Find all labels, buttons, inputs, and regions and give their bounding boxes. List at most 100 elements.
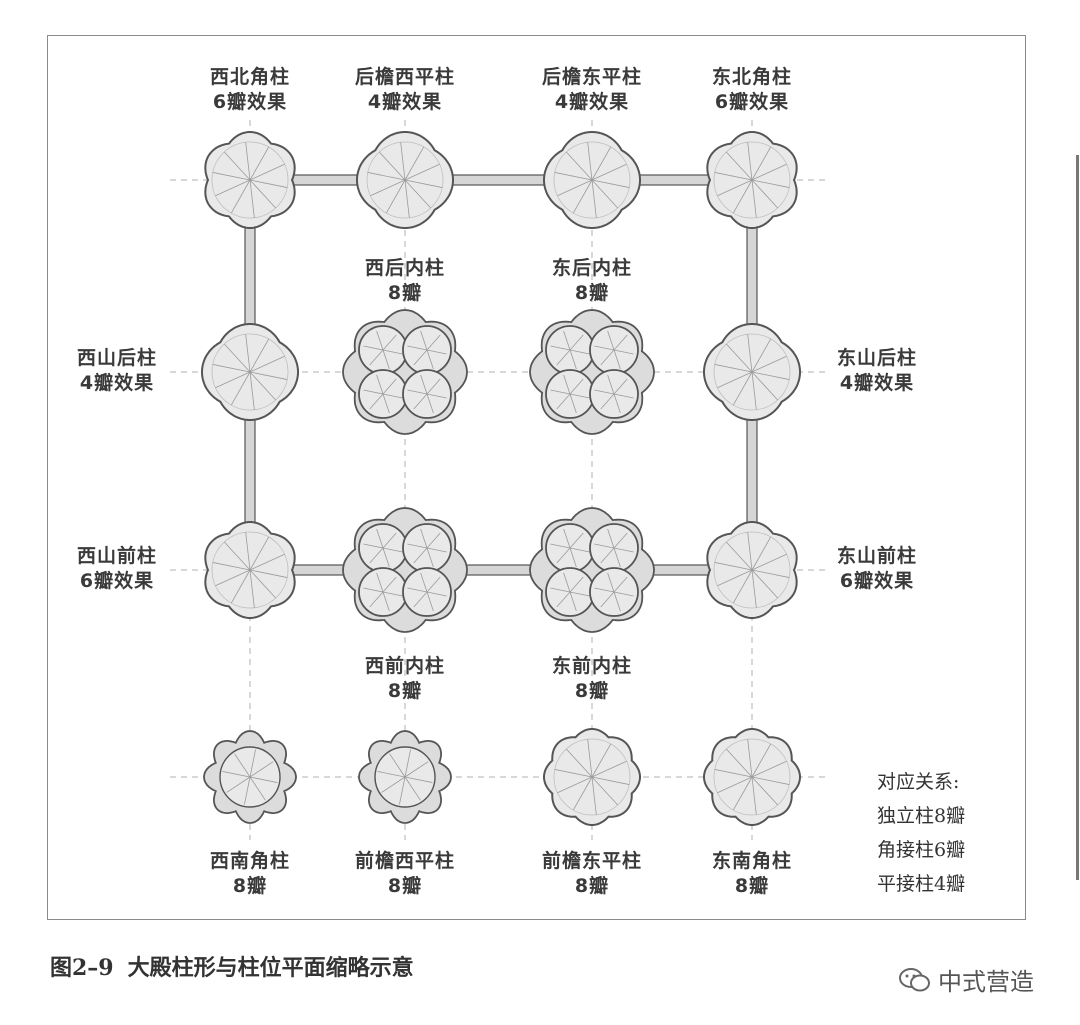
column-ray (717, 776, 753, 794)
column-ray (751, 371, 790, 380)
column-ray (369, 547, 384, 564)
column-ray (382, 576, 397, 593)
column-ray (426, 591, 447, 597)
column-ray (732, 776, 753, 811)
column-outline (529, 309, 655, 435)
column-name: 后檐东平柱 (541, 66, 643, 88)
column-ray (717, 569, 753, 587)
column-ray (249, 338, 270, 373)
column-ray (751, 371, 757, 410)
column-petal-count: 8瓣 (387, 875, 423, 897)
column-ray (717, 371, 753, 389)
column-ray (591, 163, 627, 181)
column-outline (342, 309, 468, 435)
column-ray (404, 163, 440, 181)
column-ray (554, 172, 593, 181)
column-name: 东前内柱 (551, 655, 633, 677)
column-ray (363, 389, 384, 395)
column-inner-ring (713, 531, 791, 609)
column-ray (751, 776, 790, 785)
column-ray (714, 172, 753, 181)
column-petal-count: 8瓣 (387, 680, 423, 702)
column-ray (566, 748, 593, 778)
column-ray (556, 393, 571, 410)
column-ray (363, 587, 384, 593)
column-ray (563, 572, 571, 593)
column-ray (726, 541, 753, 571)
column-ray (556, 547, 571, 564)
column-name: 西后内柱 (364, 257, 446, 279)
column-ray (367, 172, 406, 181)
column-ray (245, 142, 251, 181)
column-ray (212, 562, 251, 571)
column-ray (426, 378, 441, 395)
column-ray (369, 591, 384, 608)
column-ray (249, 163, 285, 181)
column-ray (224, 151, 251, 181)
column-petal-count: 6瓣效果 (714, 91, 790, 113)
column-inner-ring (713, 333, 791, 411)
column-ray (404, 146, 425, 181)
column-ray (751, 355, 787, 373)
column-inner-ring (553, 141, 631, 219)
column-name: 东山前柱 (836, 545, 918, 567)
column-ray (426, 349, 434, 370)
column-ray (413, 349, 428, 366)
column-ray (385, 179, 406, 214)
column-ray (222, 771, 251, 778)
column-ray (591, 776, 630, 785)
column-ray (591, 776, 618, 806)
column-ray (613, 532, 628, 549)
column-ray (382, 532, 397, 549)
column-ray (249, 749, 256, 778)
column-ray (569, 591, 577, 612)
column-ray (569, 576, 584, 593)
column-ray (751, 536, 772, 571)
column-ray (751, 338, 772, 373)
column-ray (751, 371, 778, 401)
column-ray (717, 179, 753, 197)
page-edge-line (1076, 155, 1079, 880)
column-ray (230, 179, 251, 214)
column-ray (407, 543, 428, 549)
column-ray (382, 378, 397, 395)
column-ray (249, 761, 274, 778)
legend-title: 对应关系: (877, 771, 960, 793)
column-ray (249, 569, 276, 599)
column-ray (249, 553, 285, 571)
column-petal-count: 8瓣 (387, 282, 423, 304)
column-petal-count: 4瓣效果 (839, 372, 915, 394)
column-petal-count: 6瓣效果 (79, 570, 155, 592)
column-ray (413, 591, 428, 608)
column-ray (249, 569, 255, 608)
column-ray (613, 393, 621, 414)
column-ray (407, 587, 428, 593)
column-ray (376, 572, 384, 593)
column-ray (363, 543, 384, 549)
column-ray (557, 179, 593, 197)
column-ray (404, 776, 421, 801)
column-ray (732, 569, 753, 604)
wechat-icon (899, 967, 930, 991)
column-ray (591, 776, 597, 815)
column-ray (407, 389, 428, 395)
column-name: 前檐东平柱 (541, 850, 643, 872)
watermark: 中式营造 (898, 962, 1034, 997)
figure-title: 大殿柱形与柱位平面缩略示意 (127, 955, 414, 981)
column-ray (591, 760, 627, 778)
column-ray (249, 179, 288, 188)
column-ray (587, 739, 593, 778)
column-ray (569, 349, 590, 355)
column-ray (249, 536, 270, 571)
column-ray (747, 532, 753, 571)
column-name: 前檐西平柱 (354, 850, 456, 872)
legend-item: 独立柱8瓣 (877, 805, 966, 827)
column-ray (751, 569, 757, 608)
column-name: 东后内柱 (551, 257, 633, 279)
